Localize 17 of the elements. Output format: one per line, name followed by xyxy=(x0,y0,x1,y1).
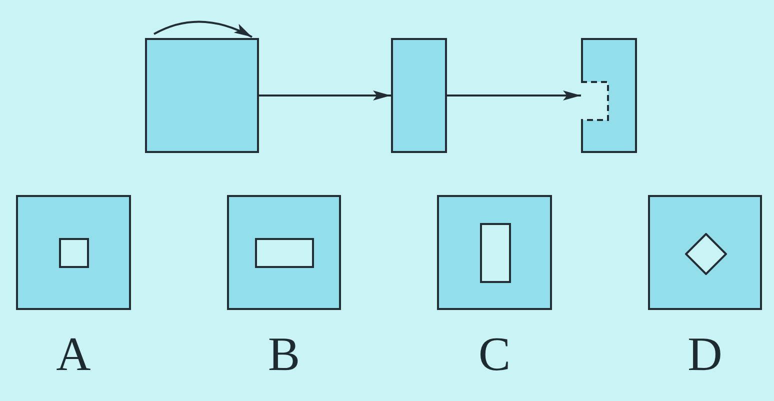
option-letter: B xyxy=(268,331,300,379)
answer-square xyxy=(437,195,552,310)
option-letter: D xyxy=(688,331,722,379)
answer-square xyxy=(227,195,341,310)
option-letter: C xyxy=(478,331,510,379)
answer-square xyxy=(16,195,131,310)
answer-square xyxy=(648,195,762,310)
cut-folded-paper xyxy=(581,38,637,153)
rectangular-hole xyxy=(255,238,314,268)
square-hole xyxy=(59,238,89,268)
rectangular-hole xyxy=(480,223,511,283)
arrow xyxy=(447,90,581,100)
paper-square xyxy=(145,38,259,153)
option-letter: A xyxy=(56,331,91,379)
diamond-hole xyxy=(685,233,727,275)
arrow xyxy=(259,90,391,100)
folded-paper xyxy=(391,38,447,153)
